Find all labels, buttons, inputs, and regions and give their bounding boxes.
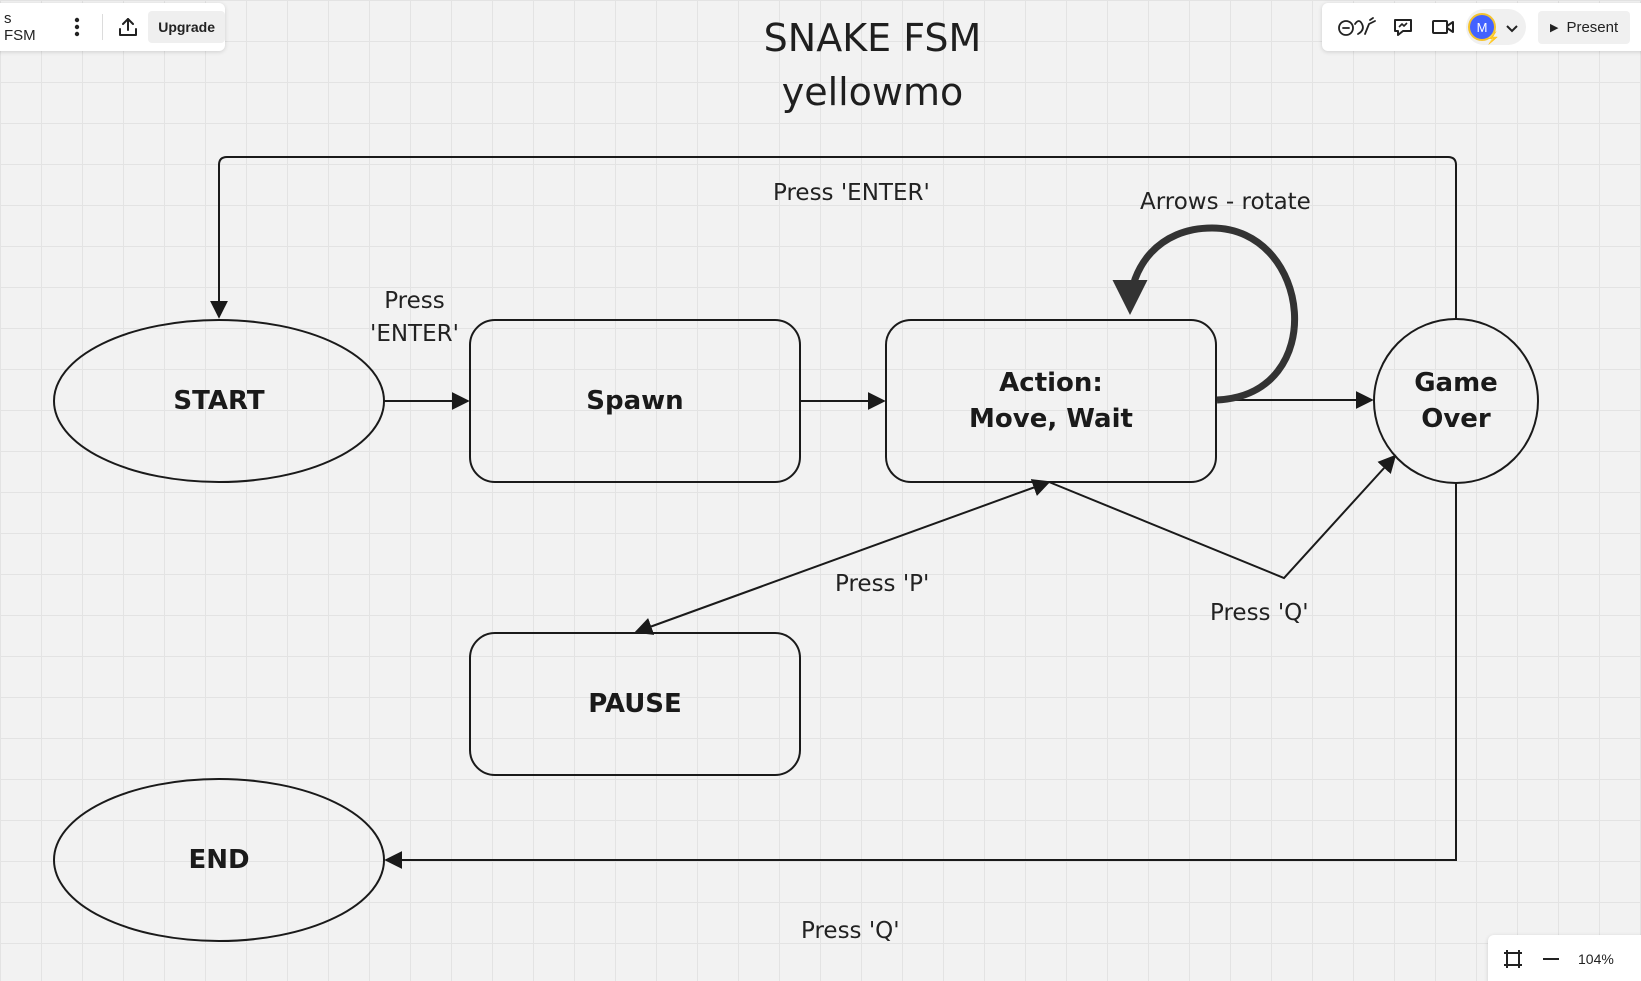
node-spawn-label: Spawn bbox=[586, 385, 684, 416]
share-upload-icon[interactable] bbox=[111, 10, 144, 44]
node-end[interactable] bbox=[53, 778, 385, 942]
chevron-down-icon[interactable] bbox=[1506, 18, 1518, 37]
avatar-initial: M bbox=[1476, 19, 1488, 35]
node-action-label: Action: Move, Wait bbox=[969, 367, 1133, 434]
upgrade-button[interactable]: Upgrade bbox=[148, 11, 226, 43]
present-button[interactable]: ▶ Present bbox=[1538, 10, 1631, 44]
edge-action-self-loop[interactable] bbox=[1112, 224, 1298, 404]
edge-label-quit-game-over: Press 'Q' bbox=[1210, 600, 1309, 626]
node-game-over-label: Game Over bbox=[1414, 367, 1498, 434]
edge-label-rotate: Arrows - rotate bbox=[1140, 189, 1311, 215]
collaboration-toolbar: M ⚡ ▶ Present bbox=[1322, 3, 1641, 51]
edge-action-pause[interactable] bbox=[634, 479, 1051, 635]
edge-game-over-to-start[interactable] bbox=[210, 156, 1457, 319]
zoom-level[interactable]: 104% bbox=[1578, 951, 1614, 967]
avatar[interactable]: M ⚡ bbox=[1468, 13, 1500, 45]
board-name[interactable]: s FSM bbox=[4, 10, 36, 44]
more-vertical-icon[interactable] bbox=[61, 10, 94, 44]
edge-label-enter-start: Press 'ENTER' bbox=[370, 288, 459, 348]
minus-icon[interactable] bbox=[1534, 942, 1568, 976]
board-toolbar: s FSM Upgrade bbox=[0, 3, 226, 51]
edge-label-pause: Press 'P' bbox=[835, 571, 930, 597]
avatar-menu[interactable]: M ⚡ bbox=[1466, 9, 1526, 45]
node-start-label: START bbox=[173, 385, 265, 416]
edge-label-quit-end: Press 'Q' bbox=[801, 918, 900, 944]
edge-game-over-to-end[interactable] bbox=[384, 483, 1457, 869]
toolbar-divider bbox=[101, 14, 103, 40]
diagram-subtitle: yellowmo bbox=[781, 70, 964, 114]
node-pause-label: PAUSE bbox=[588, 688, 682, 719]
diagram-title: SNAKE FSM bbox=[763, 16, 982, 60]
video-icon[interactable] bbox=[1426, 10, 1460, 44]
reactions-icon[interactable] bbox=[1334, 10, 1382, 44]
play-icon: ▶ bbox=[1550, 21, 1559, 34]
zoom-controls: 104% bbox=[1488, 935, 1641, 981]
lightning-icon: ⚡ bbox=[1485, 31, 1500, 45]
edge-label-enter-top: Press 'ENTER' bbox=[773, 180, 930, 206]
node-end-label: END bbox=[188, 844, 250, 875]
comment-icon[interactable] bbox=[1386, 10, 1420, 44]
present-label: Present bbox=[1566, 18, 1619, 36]
fit-frame-icon[interactable] bbox=[1496, 942, 1530, 976]
edge-action-to-game-over-quit[interactable] bbox=[1048, 454, 1397, 580]
